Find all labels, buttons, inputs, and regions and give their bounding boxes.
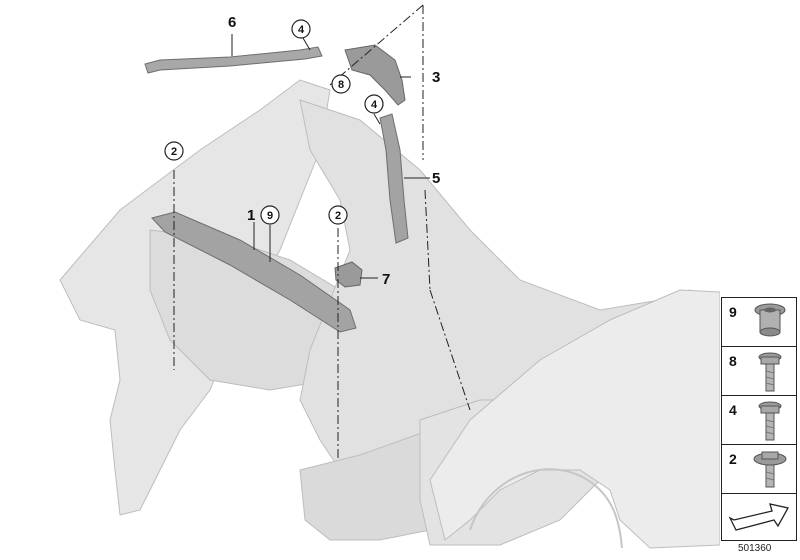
part-7-bracket [334, 261, 363, 288]
svg-text:4: 4 [298, 24, 305, 36]
leader-lines [231, 34, 430, 279]
svg-text:8: 8 [338, 79, 344, 91]
bushing-icon [754, 303, 786, 337]
fastener-legend: 9 8 4 2 [721, 297, 797, 541]
legend-number: 2 [729, 451, 737, 467]
bolt-icon [758, 401, 782, 441]
circled-callout-4-top: 4 [291, 19, 311, 39]
callout-6: 6 [228, 14, 236, 31]
callout-5: 5 [432, 170, 440, 187]
part-6-bar [144, 46, 323, 74]
legend-item-9: 9 [722, 298, 796, 347]
direction-arrow-icon [728, 503, 789, 531]
legend-number: 8 [729, 353, 737, 369]
guide-lines [173, 4, 471, 460]
parts-diagram: 6 3 5 1 7 4 8 4 2 9 2 [59, 4, 720, 549]
part-3-bracket [344, 44, 406, 106]
callout-3: 3 [432, 69, 440, 86]
svg-text:2: 2 [171, 146, 177, 158]
circled-callout-9: 9 [260, 205, 280, 225]
callout-7: 7 [382, 271, 390, 288]
flange-bolt-icon [753, 451, 787, 488]
legend-number: 9 [729, 304, 737, 320]
diagram-id: 501360 [738, 543, 772, 554]
circled-callout-8: 8 [331, 74, 351, 94]
svg-text:9: 9 [267, 210, 273, 222]
circled-callout-2-center: 2 [328, 205, 348, 225]
legend-item-8: 8 [722, 347, 796, 396]
callout-1: 1 [247, 207, 255, 224]
svg-text:4: 4 [371, 99, 378, 111]
wheel-arch-illustration [469, 468, 623, 549]
legend-item-2: 2 [722, 445, 796, 494]
circled-callout-4-mid: 4 [364, 94, 384, 114]
part-1-brace [151, 211, 357, 333]
svg-text:2: 2 [335, 210, 341, 222]
part-5-strut [379, 113, 409, 244]
legend-number: 4 [729, 402, 737, 418]
legend-item-4: 4 [722, 396, 796, 445]
circled-callout-2-left: 2 [164, 141, 184, 161]
fender-illustration [429, 289, 720, 549]
bolt-icon [758, 352, 782, 392]
